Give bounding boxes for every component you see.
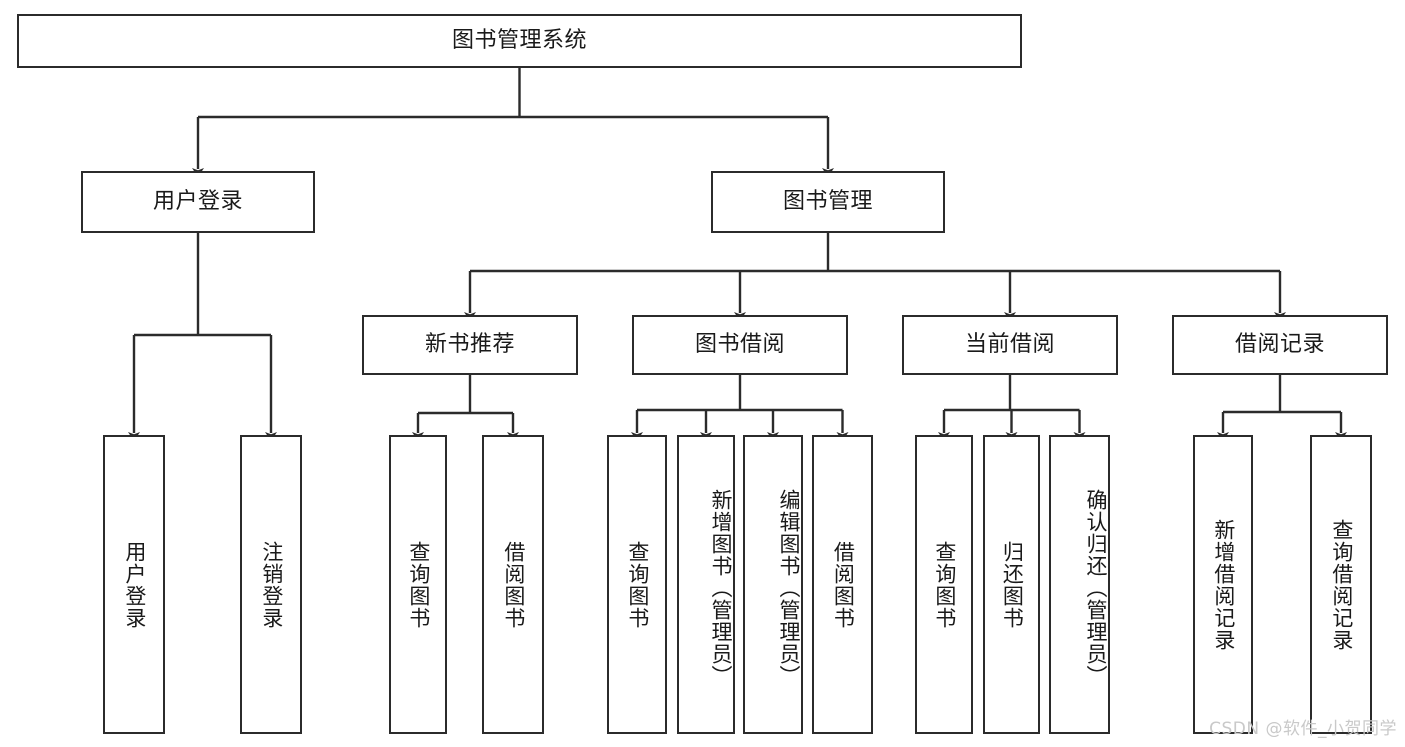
leaf-borrow-book-recommend[interactable]: 借阅图书 — [482, 435, 544, 734]
node-user-login[interactable]: 用户登录 — [81, 171, 315, 233]
leaf-query-book-borrowing[interactable]: 查询图书 — [607, 435, 667, 734]
leaf-logout[interactable]: 注销登录 — [240, 435, 302, 734]
leaf-edit-book-admin[interactable]: 编辑图书（管理员） — [743, 435, 803, 734]
node-root[interactable]: 图书管理系统 — [17, 14, 1022, 68]
node-current-borrowing[interactable]: 当前借阅 — [902, 315, 1118, 375]
node-book-borrowing[interactable]: 图书借阅 — [632, 315, 848, 375]
leaf-borrow-book-borrowing[interactable]: 借阅图书 — [812, 435, 873, 734]
node-new-book-recommendation[interactable]: 新书推荐 — [362, 315, 578, 375]
leaf-add-borrow-record[interactable]: 新增借阅记录 — [1193, 435, 1253, 734]
leaf-query-book-current[interactable]: 查询图书 — [915, 435, 973, 734]
node-borrowing-records[interactable]: 借阅记录 — [1172, 315, 1388, 375]
node-book-management[interactable]: 图书管理 — [711, 171, 945, 233]
leaf-add-book-admin[interactable]: 新增图书（管理员） — [677, 435, 735, 734]
edge-group — [128, 68, 1347, 441]
leaf-query-book-recommend[interactable]: 查询图书 — [389, 435, 447, 734]
leaf-confirm-return-admin[interactable]: 确认归还（管理员） — [1049, 435, 1110, 734]
leaf-query-borrow-record[interactable]: 查询借阅记录 — [1310, 435, 1372, 734]
leaf-user-login[interactable]: 用户登录 — [103, 435, 165, 734]
leaf-return-book[interactable]: 归还图书 — [983, 435, 1040, 734]
watermark-text: CSDN @软件_小贺同学 — [1209, 719, 1397, 739]
